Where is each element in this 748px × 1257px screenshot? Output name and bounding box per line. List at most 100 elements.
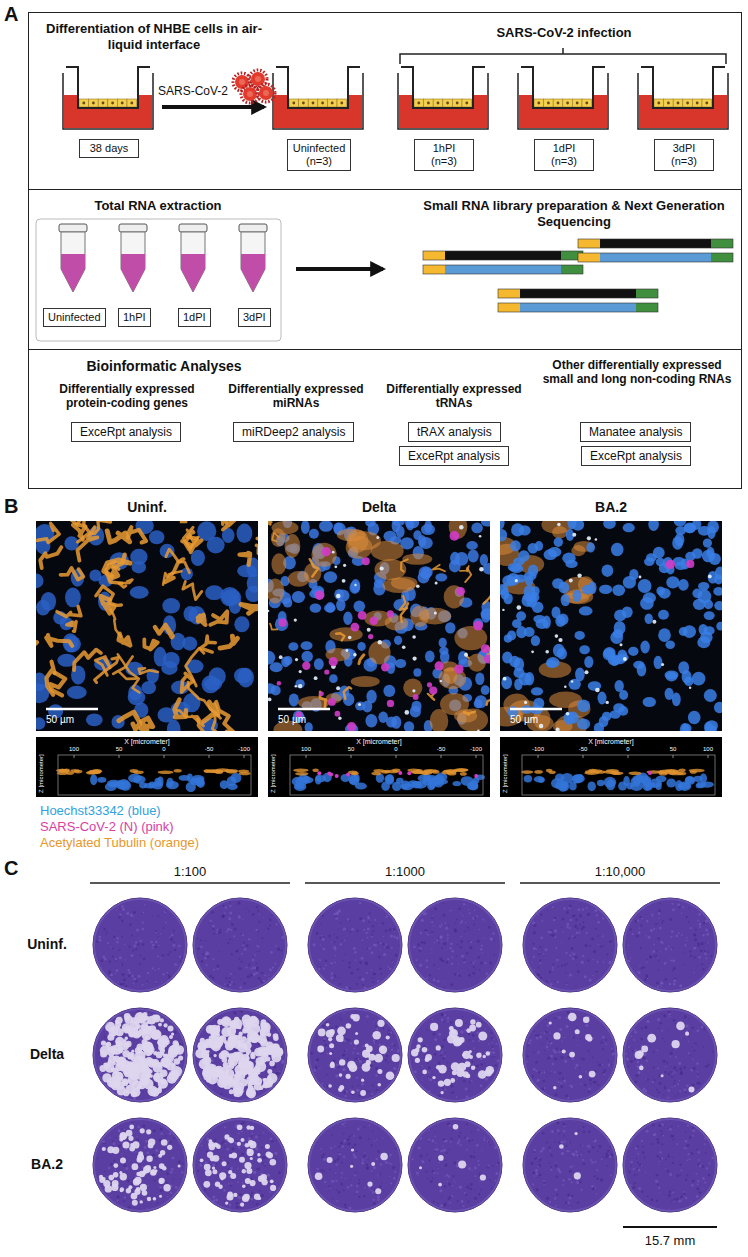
plate-texture: [563, 907, 566, 910]
plate-texture: [576, 965, 577, 966]
plate-texture: [458, 908, 460, 910]
nucleus: [292, 591, 305, 603]
nucleus: [270, 662, 283, 672]
plate-texture: [135, 976, 136, 977]
plate-texture: [533, 947, 536, 950]
plate-texture: [647, 959, 648, 960]
stain-dot: [477, 729, 480, 732]
plate-texture: [237, 901, 240, 904]
plate-texture: [100, 959, 103, 962]
tubulin-fiber: [61, 568, 84, 580]
axis-tick: [476, 755, 477, 758]
stain-dot: [556, 728, 560, 732]
plate-texture: [566, 982, 568, 984]
axis-tick: [628, 755, 629, 758]
plate-texture: [648, 936, 651, 939]
stain-dot: [585, 670, 589, 674]
nucleus: [404, 721, 414, 732]
stain-dot: [412, 689, 415, 692]
nucleus: [209, 667, 226, 685]
plate-texture: [572, 958, 574, 960]
nucleus: [324, 604, 336, 612]
plate-texture: [106, 934, 107, 935]
plate-texture: [335, 955, 337, 957]
nucleus: [394, 636, 402, 645]
plate-texture: [239, 967, 242, 970]
nucleus: [384, 775, 394, 784]
cell-stain: [371, 541, 404, 561]
stain-dot: [387, 700, 394, 707]
nucleus: [610, 710, 621, 718]
plate-texture: [108, 970, 111, 973]
plate-rim: [94, 899, 186, 991]
stain-dot: [623, 657, 627, 661]
stain-dot: [571, 680, 574, 683]
plate-texture: [256, 906, 258, 908]
plate-texture: [587, 959, 589, 961]
plate-texture: [672, 970, 673, 971]
plate-texture: [468, 940, 470, 942]
plate-texture: [438, 937, 440, 939]
stain-dot: [279, 655, 283, 659]
plate-texture: [481, 945, 483, 947]
plate-texture: [430, 953, 431, 954]
plate-texture: [562, 917, 565, 920]
axis-tick: [244, 755, 245, 758]
plate-texture: [491, 964, 492, 965]
nucleus: [473, 777, 480, 783]
stain-dot: [566, 712, 570, 716]
plate-texture: [395, 954, 398, 957]
plate-texture: [489, 961, 492, 964]
plate-texture: [565, 972, 567, 974]
plate-texture: [228, 981, 230, 983]
plate-texture: [662, 920, 664, 922]
plate-texture: [202, 953, 204, 955]
plate-texture: [359, 976, 361, 978]
plate-texture: [144, 904, 146, 906]
nucleus: [516, 611, 526, 621]
plate-texture: [488, 926, 491, 929]
plate-texture: [151, 947, 153, 949]
plate-texture: [98, 1053, 100, 1055]
tubulin-fiber: [460, 566, 469, 572]
tubulin-stain: [585, 770, 595, 774]
plate-texture: [568, 927, 570, 929]
nucleus: [65, 588, 81, 608]
plate-texture: [362, 978, 365, 981]
plate-texture: [533, 955, 536, 958]
stain-dot: [484, 655, 493, 664]
plate-texture: [460, 946, 462, 948]
virus-stain: [648, 771, 652, 775]
plate-texture: [320, 923, 321, 924]
plate-texture: [256, 945, 258, 947]
plate-texture: [478, 929, 480, 931]
nucleus: [628, 647, 638, 656]
plate-texture: [582, 955, 584, 957]
nucleus: [588, 582, 596, 595]
plate-texture: [454, 928, 457, 931]
nucleus: [666, 576, 679, 588]
tubulin-fiber: [186, 648, 204, 686]
plate-texture: [471, 961, 473, 963]
plate-texture: [668, 946, 670, 948]
plate-disc: [408, 898, 502, 992]
plate-texture: [534, 969, 536, 971]
plate-texture: [254, 954, 256, 956]
plate-texture: [207, 956, 209, 958]
plate-texture: [434, 942, 435, 943]
plate-texture: [578, 922, 579, 923]
nucleus: [421, 567, 431, 579]
plate-texture: [419, 949, 422, 952]
stain-dot: [429, 687, 437, 695]
plate-texture: [707, 942, 709, 944]
plate-texture: [655, 923, 657, 925]
stain-dot: [464, 653, 468, 657]
plate-texture: [366, 932, 368, 934]
plate-texture: [248, 963, 249, 964]
plate-texture: [460, 913, 461, 914]
plate-texture: [361, 957, 364, 960]
plate-texture: [320, 945, 321, 946]
stain-dot: [502, 609, 504, 611]
plate-texture: [546, 980, 548, 982]
plate-texture: [216, 931, 218, 933]
